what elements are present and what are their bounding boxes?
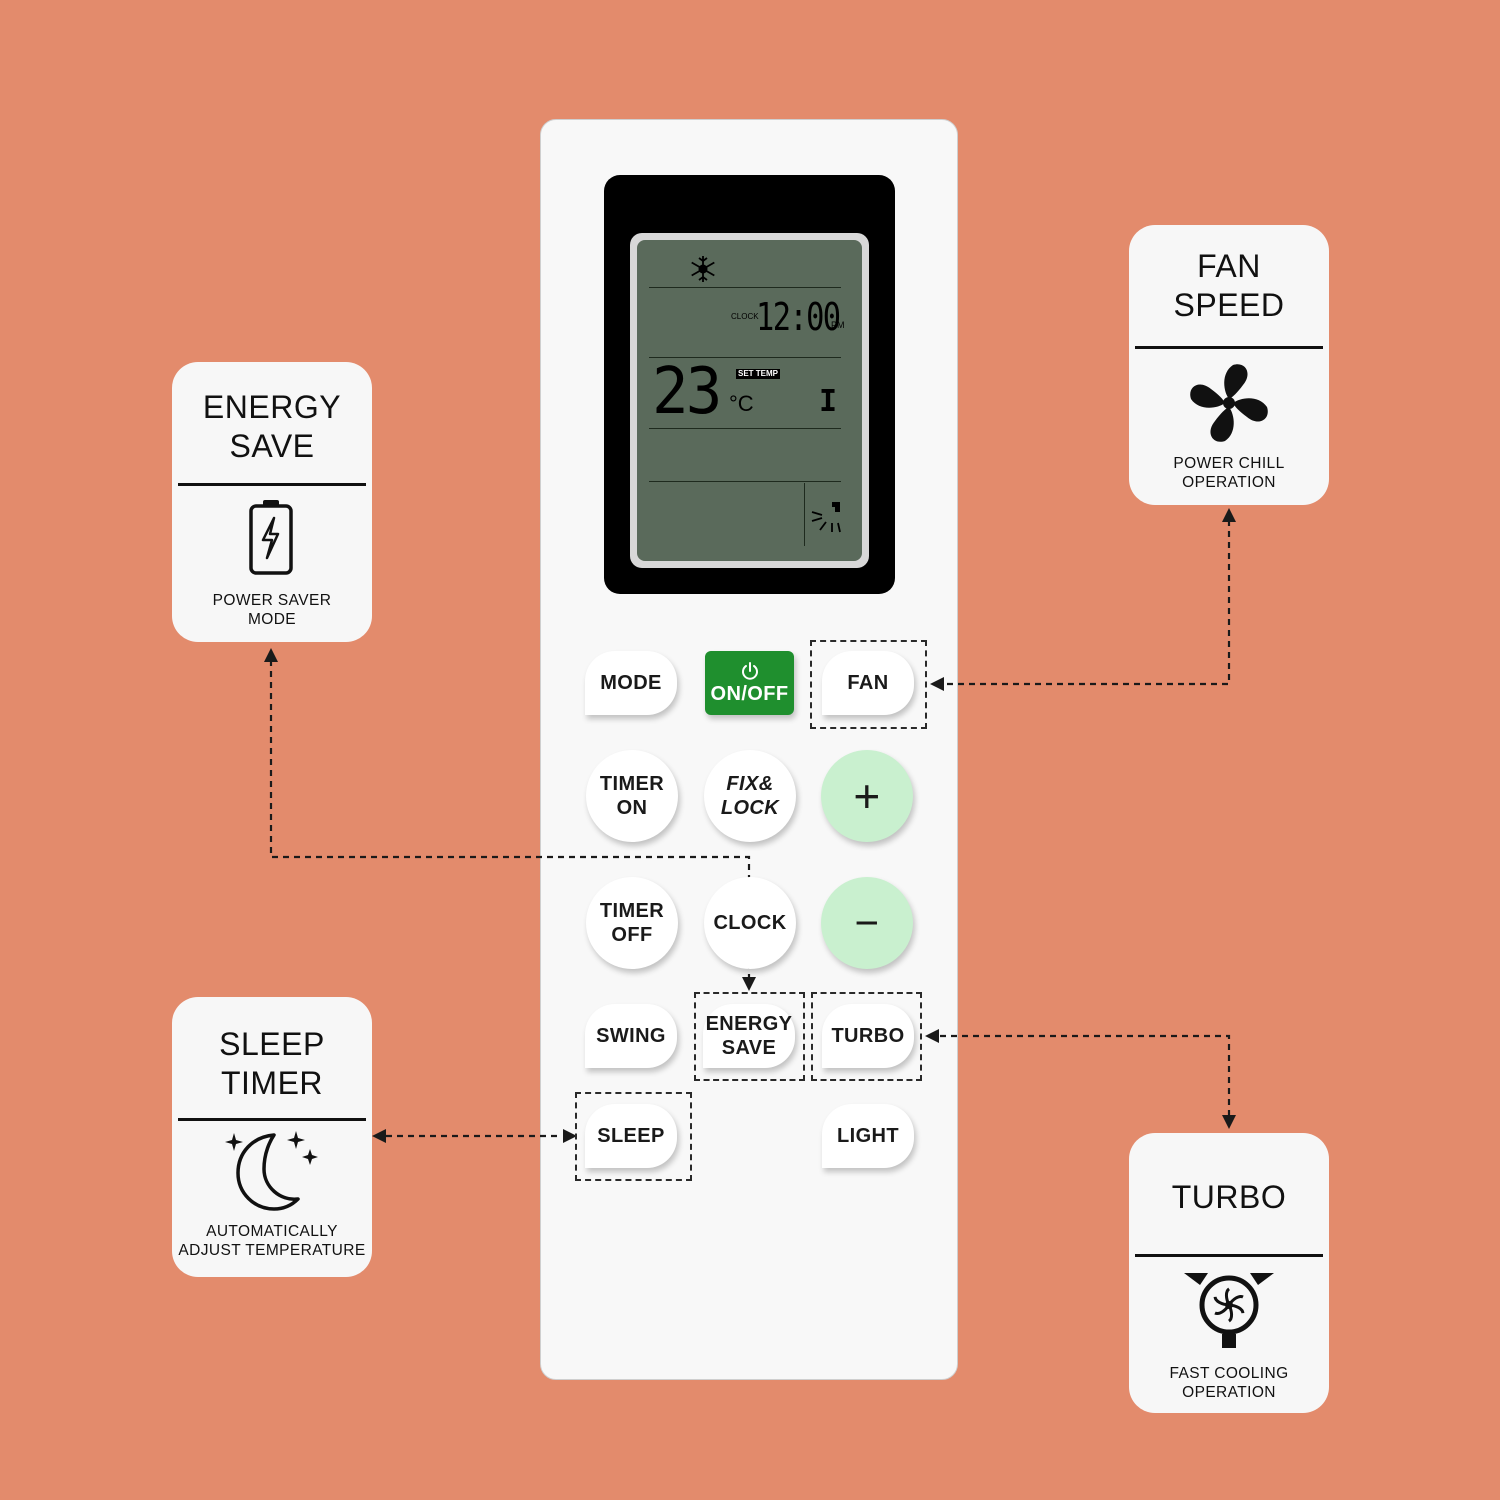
callout-title: TURBO <box>1171 1179 1287 1215</box>
lcd-fan-level: I <box>819 384 838 419</box>
fan-button-highlight <box>810 640 927 729</box>
temp-down-button[interactable]: − <box>821 877 913 969</box>
lcd-swing-icon <box>811 502 841 533</box>
callout-title: SLEEP TIMER <box>219 1026 325 1101</box>
lcd-divider <box>649 287 841 288</box>
lcd-set-temp-label: SET TEMP <box>736 369 781 379</box>
callout-description: POWER SAVER MODE <box>212 592 332 628</box>
turbo-button[interactable]: TURBO <box>822 1004 914 1068</box>
moon-stars-icon <box>225 1131 318 1211</box>
energy-save-callout: ENERGY SAVE POWER SAVER MODE <box>172 362 372 642</box>
lcd-clock-label: CLOCK <box>731 312 759 321</box>
minus-icon: − <box>854 899 880 946</box>
mode-button[interactable]: MODE <box>585 651 677 715</box>
callout-divider <box>1135 1254 1323 1257</box>
turbo-button-highlight <box>811 992 922 1081</box>
battery-bolt-icon <box>249 500 293 575</box>
lcd-divider <box>649 428 841 429</box>
turbo-fan-icon <box>1184 1273 1274 1348</box>
fix-lock-button[interactable]: FIX& LOCK <box>704 750 796 842</box>
energy-save-button[interactable]: ENERGY SAVE <box>703 1004 795 1068</box>
power-button[interactable]: ON/OFF <box>705 651 794 715</box>
callout-title: FAN SPEED <box>1173 248 1285 323</box>
lcd-divider <box>649 481 841 482</box>
sleep-timer-callout: SLEEP TIMER AUTOMATICALLY ADJUST TEMPERA… <box>172 997 372 1277</box>
lcd-divider <box>804 483 805 546</box>
lcd-temperature-unit: °C <box>729 391 754 416</box>
power-icon <box>741 661 758 680</box>
callout-divider <box>1135 346 1323 349</box>
temp-up-button[interactable]: + <box>821 750 913 842</box>
swing-button[interactable]: SWING <box>585 1004 677 1068</box>
clock-button[interactable]: CLOCK <box>704 877 796 969</box>
callout-divider <box>178 483 366 486</box>
lcd-divider <box>649 357 841 358</box>
fan-speed-callout: FAN SPEED POWER CHILL OPERATION <box>1129 225 1329 505</box>
fan-button[interactable]: FAN <box>822 651 914 715</box>
callout-description: POWER CHILL OPERATION <box>1173 455 1285 491</box>
timer-off-button[interactable]: TIMER OFF <box>586 877 678 969</box>
callout-divider <box>178 1118 366 1121</box>
sleep-button-highlight <box>575 1092 692 1181</box>
lcd-display <box>637 240 862 561</box>
energy-save-button-highlight <box>694 992 805 1081</box>
turbo-callout: TURBO FAST COOLING OPERATION <box>1129 1133 1329 1413</box>
lcd-clock-period: PM <box>831 320 845 330</box>
sleep-button[interactable]: SLEEP <box>585 1104 677 1168</box>
fan-icon <box>1190 364 1268 442</box>
callout-description: AUTOMATICALLY ADJUST TEMPERATURE <box>178 1223 366 1259</box>
timer-on-button[interactable]: TIMER ON <box>586 750 678 842</box>
power-button-label: ON/OFF <box>710 682 789 705</box>
light-button[interactable]: LIGHT <box>822 1104 914 1168</box>
callout-description: FAST COOLING OPERATION <box>1169 1365 1289 1401</box>
lcd-temperature: 23 <box>652 355 722 429</box>
plus-icon: + <box>853 770 881 822</box>
lcd-clock-time: 12:00 <box>756 295 841 339</box>
lcd-snowflake-icon <box>691 256 715 282</box>
callout-title: ENERGY SAVE <box>202 389 342 464</box>
